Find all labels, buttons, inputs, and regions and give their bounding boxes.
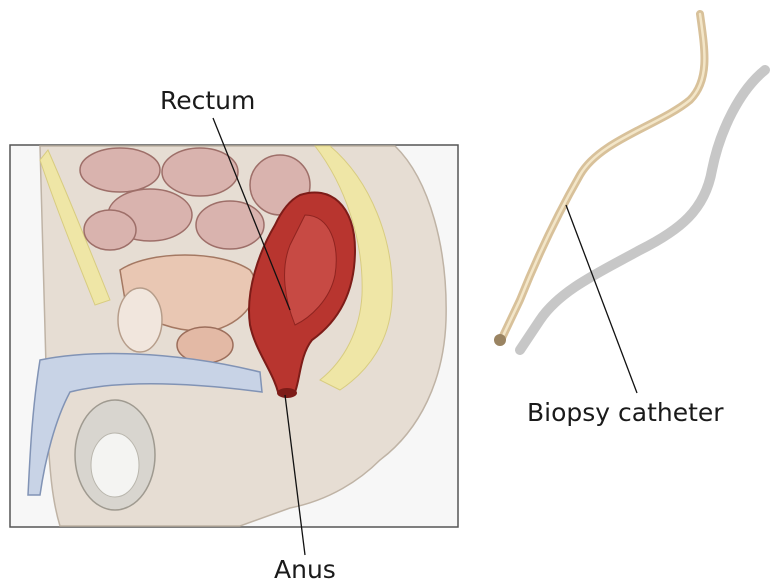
catheter-leader-line — [566, 205, 637, 393]
anus-opening — [277, 388, 297, 398]
biopsy-catheter — [502, 14, 704, 338]
anus-label: Anus — [274, 555, 336, 584]
testicle — [91, 433, 139, 497]
biopsy-catheter-label: Biopsy catheter — [527, 398, 724, 427]
catheter-highlight — [502, 14, 704, 338]
rectum-label: Rectum — [160, 86, 255, 115]
catheter-tip — [494, 334, 506, 346]
pubic-bone — [118, 288, 162, 352]
